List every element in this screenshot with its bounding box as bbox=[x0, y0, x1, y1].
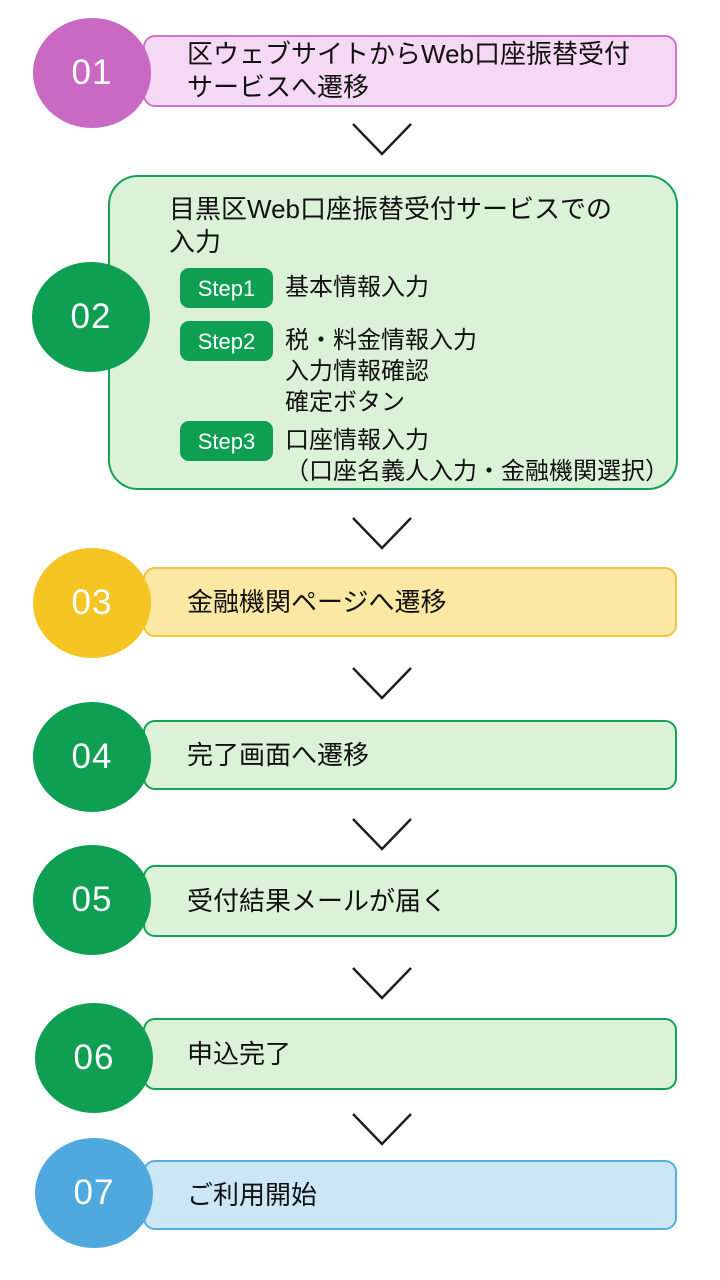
down-chevron-icon bbox=[351, 666, 413, 702]
step3-badge: Step3 bbox=[180, 421, 273, 461]
step-06-circle: 06 bbox=[35, 1003, 153, 1113]
down-chevron-icon bbox=[351, 516, 413, 552]
substep-1: Step1 基本情報入力 bbox=[180, 268, 668, 308]
step-04-circle: 04 bbox=[33, 702, 151, 812]
step2-badge: Step2 bbox=[180, 321, 273, 361]
step-03-box: 金融機関ページへ遷移 bbox=[143, 567, 677, 637]
step-07-circle: 07 bbox=[35, 1138, 153, 1248]
step-03-label: 金融機関ページへ遷移 bbox=[187, 586, 447, 617]
down-chevron-icon bbox=[351, 122, 413, 158]
step-02-title-line1: 目黒区Web口座振替受付サービスでの bbox=[169, 194, 612, 224]
step-03-circle: 03 bbox=[33, 548, 151, 658]
step-07-label: ご利用開始 bbox=[187, 1179, 318, 1210]
step-07-box: ご利用開始 bbox=[143, 1160, 677, 1230]
step-02-circle: 02 bbox=[32, 262, 150, 372]
substep-3: Step3 口座情報入力 （口座名義人入力・金融機関選択） bbox=[180, 421, 669, 487]
step-01-label-line1: 区ウェブサイトからWeb口座振替受付 bbox=[187, 39, 630, 69]
down-chevron-icon bbox=[351, 966, 413, 1002]
substep-3-text: 口座情報入力 （口座名義人入力・金融機関選択） bbox=[285, 427, 669, 485]
step-05-box: 受付結果メールが届く bbox=[143, 865, 677, 937]
step-05-circle: 05 bbox=[33, 845, 151, 955]
substep-1-text: 基本情報入力 bbox=[285, 274, 429, 301]
step-01-box: 区ウェブサイトからWeb口座振替受付 サービスへ遷移 bbox=[143, 35, 677, 107]
step1-badge: Step1 bbox=[180, 268, 273, 308]
substep-2-text: 税・料金情報入力 入力情報確認 確定ボタン bbox=[285, 327, 477, 416]
step-04-box: 完了画面へ遷移 bbox=[143, 720, 677, 790]
step-04-label: 完了画面へ遷移 bbox=[187, 739, 370, 770]
step-02-box: 目黒区Web口座振替受付サービスでの 入力 Step1 基本情報入力 Step2… bbox=[108, 175, 678, 490]
down-chevron-icon bbox=[351, 817, 413, 853]
down-chevron-icon bbox=[351, 1112, 413, 1148]
step-02-title-line2: 入力 bbox=[169, 227, 222, 257]
step-01-circle: 01 bbox=[33, 18, 151, 128]
step-05-label: 受付結果メールが届く bbox=[187, 885, 448, 916]
step-01-label-line2: サービスへ遷移 bbox=[187, 72, 370, 102]
substep-2: Step2 税・料金情報入力 入力情報確認 確定ボタン bbox=[180, 321, 668, 418]
step-06-label: 申込完了 bbox=[187, 1038, 292, 1069]
step-06-box: 申込完了 bbox=[143, 1018, 677, 1090]
